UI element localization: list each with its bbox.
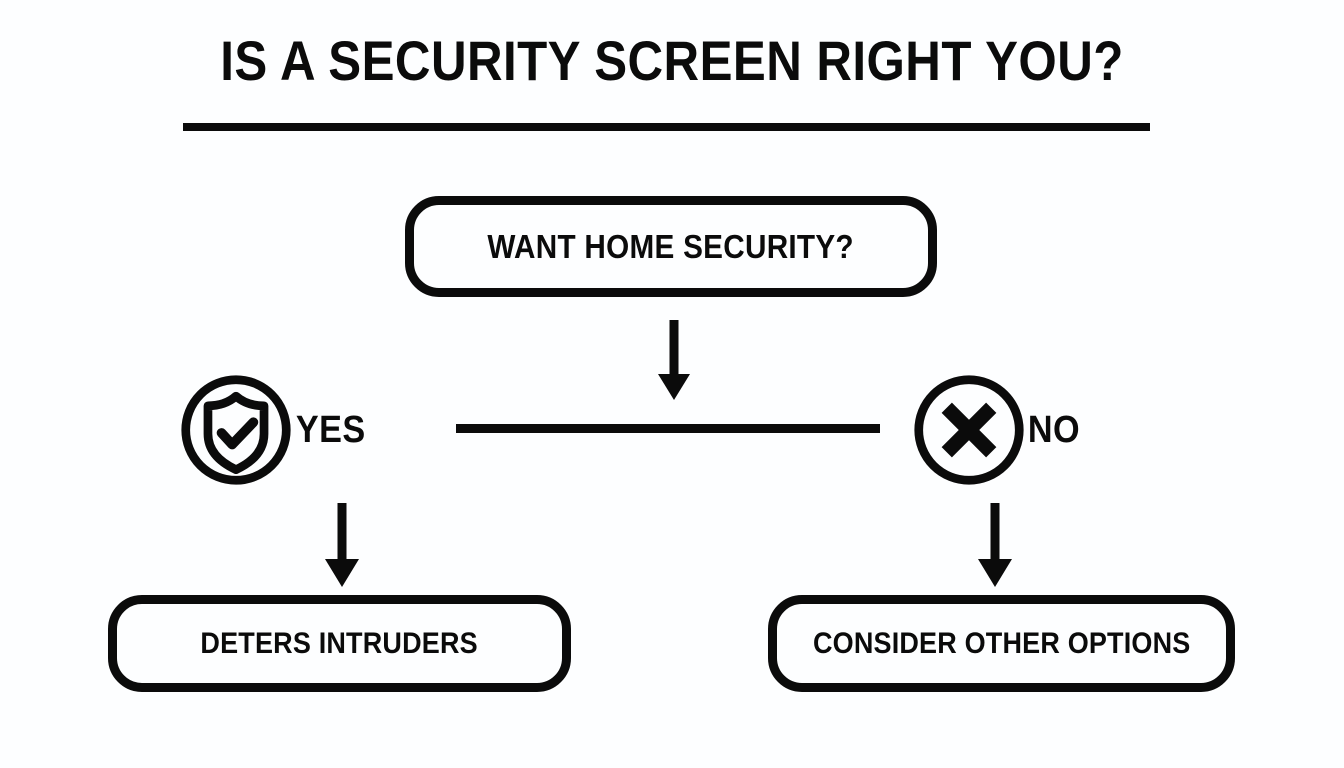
outcome-node-yes[interactable]: DETERS INTRUDERS: [108, 595, 571, 692]
outcome-node-yes-label: DETERS INTRUDERS: [200, 626, 479, 660]
branch-marker-no[interactable]: NO: [911, 372, 1083, 488]
title-underline-divider: [183, 123, 1150, 131]
branch-divider-line: [456, 424, 880, 433]
branch-label-yes: YES: [295, 408, 366, 451]
x-circle-icon: [914, 375, 1024, 485]
decision-node-question-label: WANT HOME SECURITY?: [487, 227, 855, 265]
shield-check-circle-icon: [181, 375, 291, 485]
page-title: IS A SECURITY SCREEN RIGHT YOU?: [220, 29, 1124, 92]
down-arrow-icon-from-question: [658, 320, 690, 400]
outcome-node-no[interactable]: CONSIDER OTHER OPTIONS: [768, 595, 1235, 692]
branch-label-no: NO: [1027, 408, 1081, 451]
down-arrow-icon-to-no-outcome: [978, 503, 1012, 587]
decision-node-question[interactable]: WANT HOME SECURITY?: [405, 196, 937, 297]
outcome-node-no-label: CONSIDER OTHER OPTIONS: [812, 626, 1191, 660]
branch-marker-yes[interactable]: YES: [178, 372, 370, 488]
down-arrow-icon-to-yes-outcome: [325, 503, 359, 587]
